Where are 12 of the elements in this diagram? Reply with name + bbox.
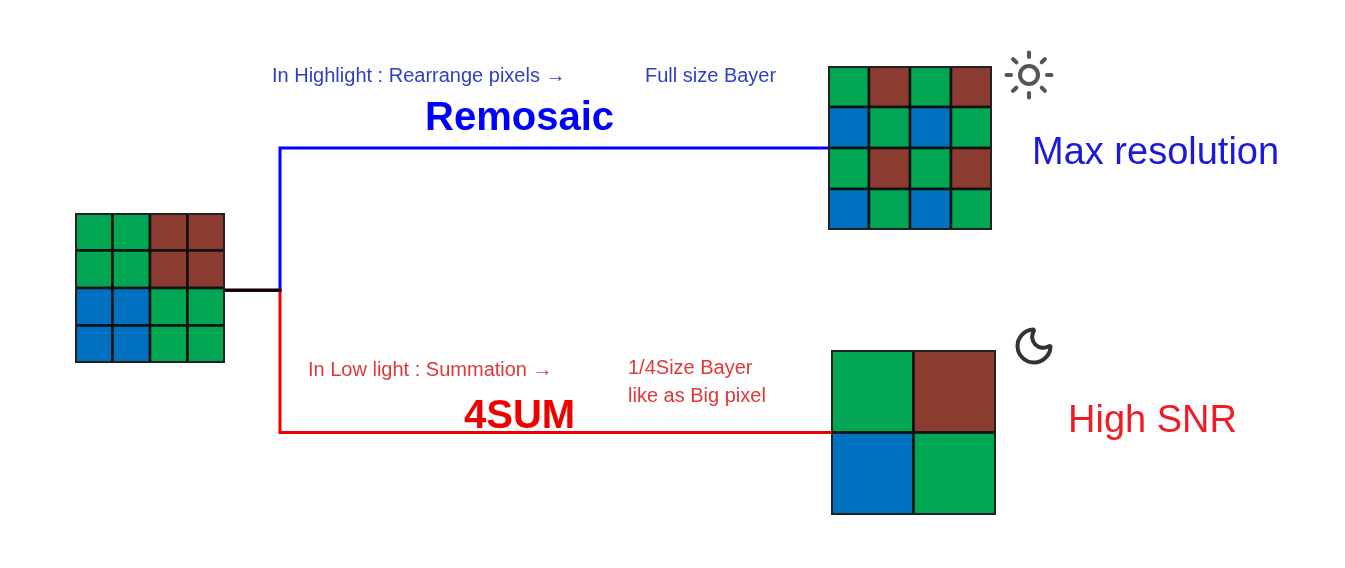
color-filter-grid (828, 66, 992, 230)
annotation-text: In Highlight : Rearrange pixels → (272, 63, 566, 88)
color-filter-grid (75, 213, 225, 363)
annotation-text: 1/4Size Bayer like as Big pixel (628, 355, 767, 408)
edge-label: Remosaic (425, 93, 614, 140)
result-caption: High SNR (1068, 397, 1237, 442)
color-filter-grid (831, 350, 996, 515)
trunk-line (225, 288, 282, 292)
edge-label: 4SUM (464, 391, 576, 438)
result-caption: Max resolution (1032, 129, 1280, 174)
annotation-text: Full size Bayer (645, 63, 777, 88)
annotation-text: In Low light : Summation → (308, 357, 553, 382)
